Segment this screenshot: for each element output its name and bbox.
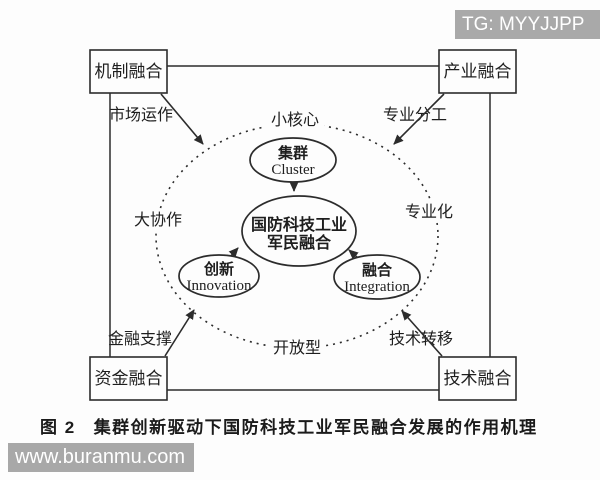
label-technology-transfer: 技术转移 — [389, 330, 453, 348]
ellipse-shape — [178, 254, 260, 298]
ellipse-text-zh: 创新 — [203, 260, 234, 278]
ellipse-shape — [241, 195, 357, 267]
corner-box-technology-fusion: 技术融合 — [438, 356, 517, 401]
label-backing — [400, 201, 458, 221]
tg-watermark-badge: TG: MYYJJPP — [455, 10, 600, 39]
box-rect — [438, 356, 517, 401]
caption-gap — [76, 413, 94, 438]
ellipse-text-zh: 融合 — [362, 261, 393, 279]
ellipse-cluster: 集群 Cluster — [249, 137, 337, 183]
arrow-funds-to-ring — [164, 309, 195, 357]
corner-box-funds-fusion: 资金融合 — [89, 356, 168, 401]
frame-lines — [109, 65, 491, 391]
label-backing — [266, 109, 324, 129]
box-rect — [438, 49, 517, 94]
label-text: 市场运作 — [109, 106, 173, 124]
caption-title: 集群创新驱动下国防科技工业军民融合发展的作用机理 — [93, 418, 538, 437]
ellipse-shape — [249, 137, 337, 183]
caption-number: 图 2 — [40, 418, 76, 437]
ellipse-text-en: Integration — [344, 279, 410, 295]
ellipse-integration: 融合 Integration — [333, 254, 421, 300]
arrow-industry-to-ring — [393, 93, 445, 145]
label-specialization: 专业化 — [400, 201, 458, 221]
box-text: 资金融合 — [95, 369, 163, 388]
label-text: 开放型 — [273, 339, 321, 357]
label-text: 金融支撑 — [108, 330, 172, 348]
site-watermark-text: www.buranmu.com — [15, 446, 186, 468]
label-text: 专业分工 — [383, 106, 447, 124]
label-text: 大协作 — [134, 211, 182, 229]
label-great-collaboration: 大协作 — [129, 209, 187, 229]
corner-box-industry-fusion: 产业融合 — [438, 49, 517, 94]
label-text: 小核心 — [271, 111, 319, 129]
site-watermark: www.buranmu.com — [8, 443, 194, 472]
label-text: 专业化 — [405, 203, 453, 221]
label-text: 技术转移 — [389, 330, 453, 348]
corner-box-mechanism-fusion: 机制融合 — [89, 49, 168, 94]
box-text: 技术融合 — [444, 369, 512, 388]
label-financial-support: 金融支撑 — [108, 330, 172, 348]
label-market-operation: 市场运作 — [109, 106, 173, 124]
box-rect — [89, 49, 168, 94]
corner-arrows — [160, 93, 445, 357]
label-small-core: 小核心 — [266, 109, 324, 129]
label-open-type: 开放型 — [268, 337, 326, 357]
arrow-technology-to-ring — [401, 310, 443, 357]
ellipse-text-zh: 集群 — [277, 144, 308, 162]
figure-caption: 图 2 集群创新驱动下国防科技工业军民融合发展的作用机理 — [40, 413, 580, 438]
arrow-mechanism-to-ring — [160, 93, 204, 145]
ellipse-center: 国防科技工业 军民融合 — [241, 195, 357, 267]
box-text: 机制融合 — [95, 62, 163, 81]
ellipse-shape — [333, 254, 421, 300]
label-professional-division: 专业分工 — [383, 106, 447, 124]
arrow-integration-to-center — [348, 249, 359, 260]
ellipse-text-en: Cluster — [271, 162, 314, 178]
tg-watermark-text: TG: MYYJJPP — [462, 14, 585, 35]
ellipse-text-en: Innovation — [187, 278, 252, 294]
ellipse-text-line2: 军民融合 — [267, 233, 332, 252]
box-rect — [89, 356, 168, 401]
ellipse-text-line1: 国防科技工业 — [251, 215, 347, 234]
dotted-ring — [155, 123, 439, 349]
box-text: 产业融合 — [444, 62, 512, 81]
label-backing — [268, 337, 326, 357]
label-backing — [129, 209, 187, 229]
ellipse-innovation: 创新 Innovation — [178, 254, 260, 298]
